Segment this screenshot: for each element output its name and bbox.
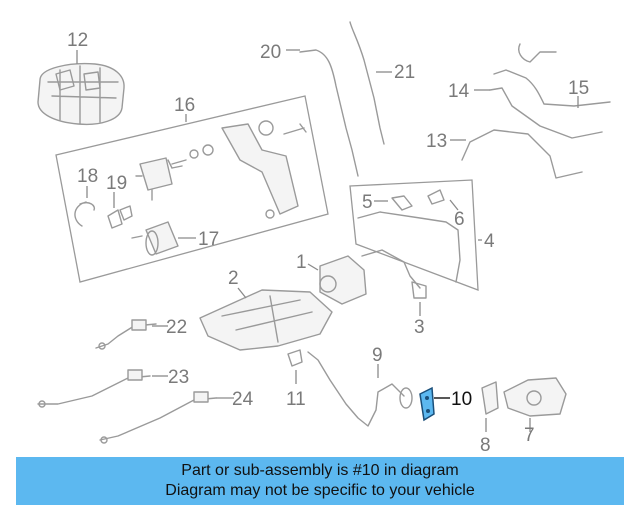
- callout-17: 17: [198, 229, 219, 250]
- part-10-hole-top: [425, 396, 429, 400]
- callout-19: 19: [106, 173, 127, 194]
- part-20-drawing: [299, 49, 359, 177]
- callout-18: 18: [77, 166, 98, 187]
- callout-16: 16: [174, 95, 195, 116]
- part-10-highlighted-drawing[interactable]: [419, 386, 435, 422]
- callout-6: 6: [454, 209, 465, 230]
- callout-14: 14: [448, 81, 470, 102]
- callout-10: 10: [451, 389, 472, 410]
- part-23-drawing: [37, 369, 151, 408]
- callout-12: 12: [67, 30, 88, 51]
- part-3-drawing: [411, 281, 427, 299]
- part-11-drawing: [287, 349, 303, 367]
- leader-2: [237, 287, 247, 299]
- callout-4: 4: [484, 231, 495, 252]
- part-1-drawing: [319, 249, 421, 305]
- callout-8: 8: [480, 435, 491, 456]
- part-7-drawing: [503, 377, 567, 417]
- callout-21: 21: [394, 62, 415, 83]
- part-14-drawing: [489, 87, 603, 139]
- part-8-drawing: [481, 381, 499, 415]
- part-4-box: [349, 179, 479, 291]
- part-13-drawing: [461, 129, 583, 179]
- callout-2: 2: [228, 268, 239, 289]
- part-24-drawing: [99, 391, 217, 444]
- part-2-drawing: [199, 289, 333, 351]
- part-19-drawing: [107, 157, 183, 229]
- part-9-flange: [399, 387, 413, 409]
- callout-11: 11: [286, 389, 306, 410]
- callout-7: 7: [524, 425, 535, 446]
- leader-6: [449, 199, 459, 211]
- part-10-hole-bottom: [426, 409, 430, 413]
- part-4-hose-drawing: [357, 211, 461, 283]
- part-9-drawing: [307, 351, 405, 427]
- callout-3: 3: [414, 317, 425, 338]
- part-16-bracket-drawing: [167, 120, 307, 219]
- callout-15: 15: [568, 78, 589, 99]
- callout-20: 20: [260, 42, 281, 63]
- part-12-drawing: [37, 62, 125, 126]
- callout-22: 22: [166, 317, 187, 338]
- callout-13: 13: [426, 131, 447, 152]
- leader-1: [307, 263, 319, 271]
- part-16-box: [55, 95, 329, 283]
- banner-line-2: Diagram may not be specific to your vehi…: [165, 482, 475, 499]
- part-18-drawing: [74, 201, 96, 227]
- part-21-drawing: [349, 21, 385, 145]
- info-banner: Part or sub-assembly is #10 in diagram D…: [16, 457, 624, 505]
- part-22-drawing: [95, 319, 157, 350]
- callout-23: 23: [168, 367, 189, 388]
- part-5-drawing: [391, 195, 413, 211]
- part-15-drawing: [493, 69, 611, 107]
- callout-24: 24: [232, 389, 254, 410]
- part-6-drawing: [427, 189, 445, 205]
- callout-1: 1: [296, 252, 307, 273]
- banner-line-1: Part or sub-assembly is #10 in diagram: [181, 462, 459, 479]
- part-14a-drawing: [518, 43, 557, 63]
- callout-5: 5: [362, 192, 373, 213]
- callout-9: 9: [372, 345, 383, 366]
- part-17-drawing: [131, 221, 179, 256]
